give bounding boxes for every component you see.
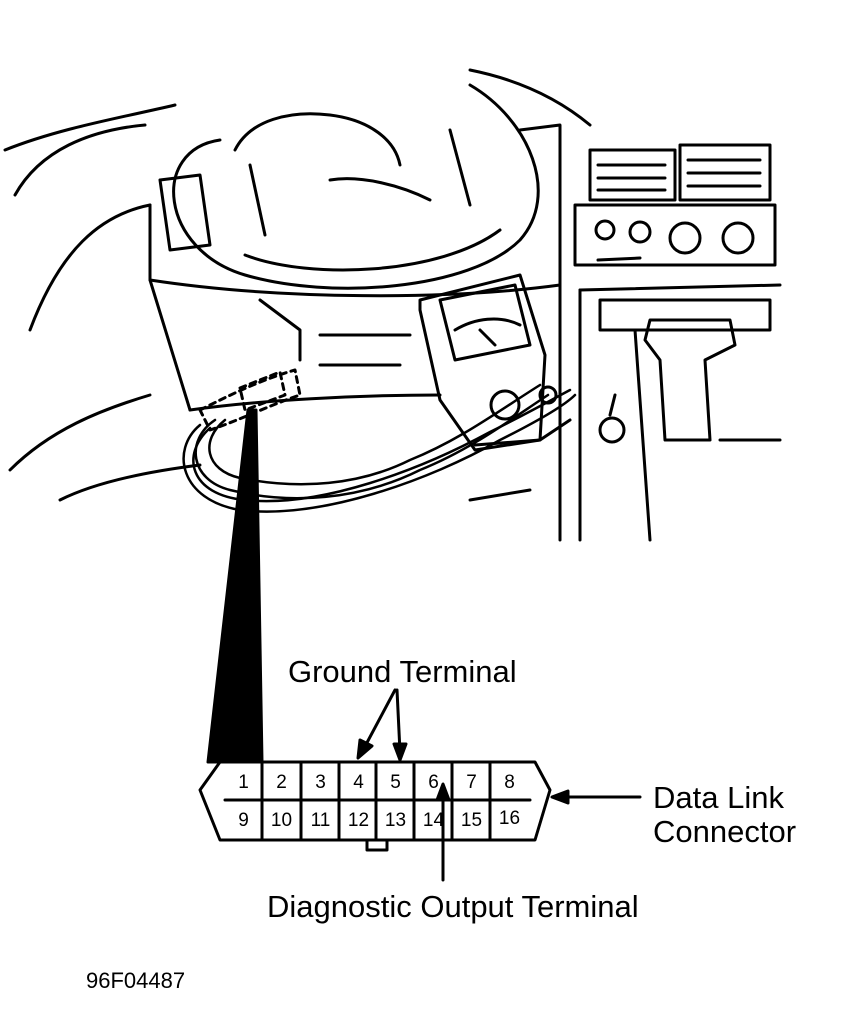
pin-2: 2 [276, 772, 287, 793]
pin-3: 3 [315, 772, 326, 793]
diagnostic-output-arrow [435, 782, 451, 882]
figure-code: 96F04487 [86, 968, 186, 993]
pin-14: 14 [422, 810, 445, 831]
dashboard-outline [3, 68, 592, 542]
pin-10: 10 [270, 810, 293, 831]
pin-7: 7 [466, 772, 477, 793]
steering-wheel [158, 83, 540, 362]
center-console [573, 143, 782, 542]
pin-9: 9 [238, 810, 249, 831]
ground-terminal-label: Ground Terminal [288, 654, 517, 689]
data-link-connector-arrow [550, 789, 642, 805]
callout-wedge [206, 408, 264, 764]
diagnostic-output-terminal-label: Diagnostic Output Terminal [267, 889, 639, 924]
tester-meter [418, 273, 572, 452]
pin-12: 12 [347, 810, 370, 831]
data-link-connector [198, 760, 552, 852]
pin-6: 6 [428, 772, 439, 793]
test-leads [182, 383, 577, 513]
pin-11: 11 [310, 810, 331, 831]
dlc-location-outline [198, 368, 302, 432]
pin-1: 1 [238, 772, 249, 793]
pin-5: 5 [390, 772, 401, 793]
pin-16: 16 [498, 808, 521, 829]
pin-4: 4 [353, 772, 364, 793]
pin-15: 15 [460, 810, 483, 831]
pin-13: 13 [384, 810, 407, 831]
data-link-connector-label-line1: Data Link [653, 780, 784, 815]
data-link-connector-label-line2: Connector [653, 814, 797, 849]
pin-8: 8 [504, 772, 515, 793]
ground-terminal-arrows [356, 688, 408, 762]
